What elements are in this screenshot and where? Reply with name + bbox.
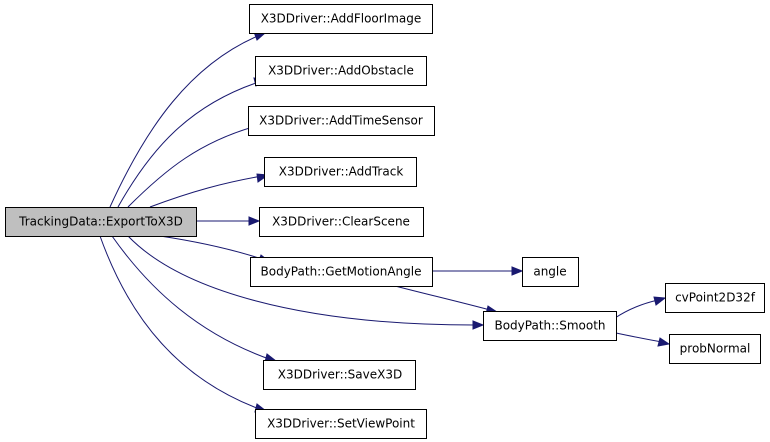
node-set-view-point-label: X3DDriver::SetViewPoint xyxy=(267,417,415,431)
node-get-motion-angle[interactable]: BodyPath::GetMotionAngle xyxy=(250,257,433,287)
node-angle-label: angle xyxy=(533,265,566,279)
node-add-obstacle-label: X3DDriver::AddObstacle xyxy=(268,64,414,78)
node-root-label: TrackingData::ExportToX3D xyxy=(18,215,183,229)
node-prob-normal[interactable]: probNormal xyxy=(669,334,761,364)
edge-root-to-add-track xyxy=(149,173,270,208)
node-save-x3d-label: X3DDriver::SaveX3D xyxy=(278,368,402,382)
node-prob-normal-label: probNormal xyxy=(680,342,751,356)
edge-smooth-to-cvpoint2d32f xyxy=(614,296,667,319)
node-add-track-label: X3DDriver::AddTrack xyxy=(279,165,404,179)
node-add-obstacle[interactable]: X3DDriver::AddObstacle xyxy=(255,56,427,86)
edge-root-to-smooth xyxy=(127,235,485,330)
edge-root-to-save-x3d xyxy=(111,235,278,363)
node-root[interactable]: TrackingData::ExportToX3D xyxy=(5,207,197,237)
node-cvpoint2d32f[interactable]: cvPoint2D32f xyxy=(665,283,765,313)
node-clear-scene-label: X3DDriver::ClearScene xyxy=(272,215,410,229)
edge-get-motion-angle-to-angle xyxy=(432,266,524,276)
node-add-time-sensor-label: X3DDriver::AddTimeSensor xyxy=(259,114,423,128)
edge-root-to-add-obstacle xyxy=(117,77,267,208)
node-cvpoint2d32f-label: cvPoint2D32f xyxy=(675,291,756,305)
node-add-time-sensor[interactable]: X3DDriver::AddTimeSensor xyxy=(248,106,435,136)
node-angle[interactable]: angle xyxy=(522,257,579,287)
node-smooth-label: BodyPath::Smooth xyxy=(494,319,605,333)
node-get-motion-angle-label: BodyPath::GetMotionAngle xyxy=(261,265,422,279)
node-add-track[interactable]: X3DDriver::AddTrack xyxy=(264,157,417,187)
edge-root-to-add-floor-image xyxy=(109,31,267,208)
node-add-floor-image[interactable]: X3DDriver::AddFloorImage xyxy=(249,4,433,34)
edge-smooth-to-prob-normal xyxy=(615,332,671,347)
node-save-x3d[interactable]: X3DDriver::SaveX3D xyxy=(263,360,416,390)
node-smooth[interactable]: BodyPath::Smooth xyxy=(483,311,617,341)
call-nodes: TrackingData::ExportToX3D X3DDriver::Add… xyxy=(5,4,765,439)
node-set-view-point[interactable]: X3DDriver::SetViewPoint xyxy=(255,409,427,439)
edge-get-motion-angle-to-smooth xyxy=(394,285,499,315)
edge-root-to-set-view-point xyxy=(99,235,268,413)
node-clear-scene[interactable]: X3DDriver::ClearScene xyxy=(259,207,424,237)
node-add-floor-image-label: X3DDriver::AddFloorImage xyxy=(261,12,422,26)
edge-root-to-clear-scene xyxy=(196,216,261,226)
